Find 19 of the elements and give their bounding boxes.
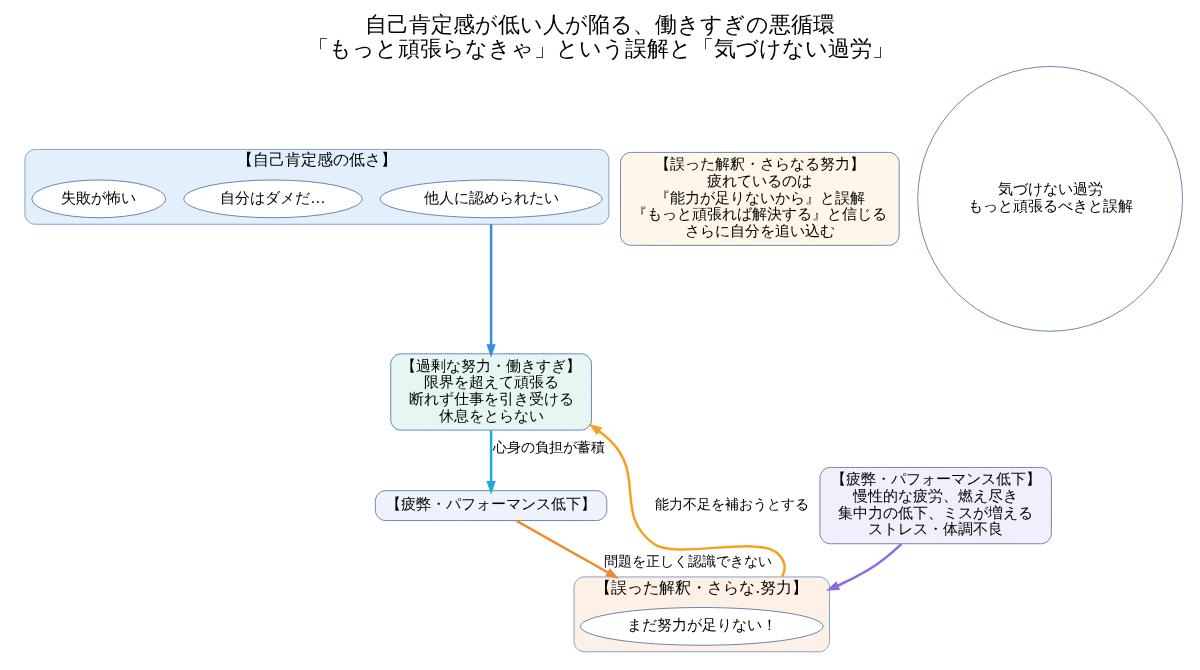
node-ellipse: 自分はダメだ…	[182, 179, 362, 219]
node-box: 【過剰な努力・働きすぎ】 限界を超えて頑張る 断れず仕事を引き受ける 休息をとらない	[389, 353, 592, 431]
node-ellipse: まだ努力が足りない！	[579, 607, 823, 646]
edge-label: 心身の負担が蓄積	[492, 439, 605, 456]
caption: 「もっと頑張らなきゃ」という誤解と「気づけない過労」	[306, 36, 894, 62]
arrow	[588, 423, 786, 578]
node-ellipse: 他人に認められたい	[379, 179, 602, 219]
node-ellipse: 失敗が怖い	[30, 179, 166, 219]
diagram-title: 自己肯定感が低い人が陥る、働きすぎの悪循環	[365, 12, 835, 38]
arrow	[485, 430, 496, 495]
edge-label: 能力不足を補おうとする	[654, 496, 809, 512]
node-circle: 気づけない過労 もっと頑張るべきと誤解	[916, 66, 1183, 332]
node-box: 【疲弊・パフォーマンス低下】	[374, 490, 607, 521]
node-box: 【疲弊・パフォーマンス低下】 慢性的な疲労、燃え尽き 集中力の低下、ミスが増える ストレス・体調不良	[819, 467, 1052, 545]
arrow	[825, 543, 902, 591]
node-box: 【誤った解釈・さらなる努力】 疲れているのは 『能力が足りないから』と誤解 『もっと頑張れば解決する』と信じる さらに自分を追い込む	[619, 152, 900, 246]
arrow	[514, 519, 619, 579]
edge-label: 問題を正しく認識できない	[604, 552, 772, 569]
arrow	[485, 224, 496, 358]
